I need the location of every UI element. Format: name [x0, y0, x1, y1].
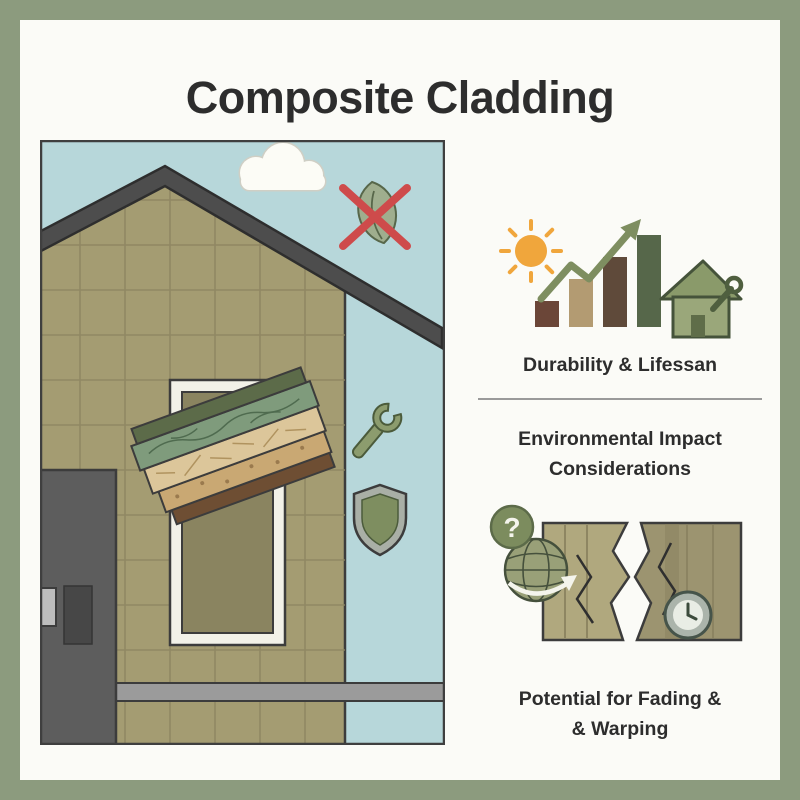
scene-border [40, 140, 445, 745]
ground [81, 682, 445, 702]
info-panel: Durability & Lifessan Environmental Impa… [460, 140, 780, 745]
cloud-icon [238, 141, 327, 192]
red-x-icon [339, 184, 411, 250]
shield-icon [352, 483, 408, 557]
wrench-icon [351, 402, 403, 459]
clock-icon [663, 590, 713, 640]
house-icon [659, 259, 744, 339]
durability-icon-group [499, 219, 744, 339]
growth-bar-chart-icon [535, 235, 661, 327]
door-handle [40, 587, 57, 627]
globe-recycle-icon [503, 537, 577, 603]
section-divider [478, 398, 762, 400]
no-natural-wood-icon [339, 180, 411, 250]
infographic-canvas: Composite Cladding [20, 20, 780, 780]
cladding-cutaway-window [130, 366, 336, 647]
house-illustration-panel [40, 140, 445, 745]
house-illustration [40, 140, 445, 745]
question-mark-icon: ? [489, 504, 535, 550]
wrench-mark-icon [710, 275, 744, 312]
fading-label: Potential for Fading & & Warping [518, 688, 722, 740]
durability-label: Durability & Lifessan [523, 354, 717, 376]
question-mark-glyph: ? [503, 512, 520, 543]
roof [40, 164, 444, 351]
composite-layer-stack [130, 366, 336, 526]
page-title: Composite Cladding [185, 72, 615, 124]
sun-icon [499, 219, 563, 283]
environment-icon-group: ? [489, 504, 743, 642]
growth-arrow-icon [537, 219, 641, 303]
door [40, 468, 118, 745]
cracked-cladding-icon [541, 521, 743, 642]
environment-label: Environmental Impact Considerations [518, 428, 722, 480]
